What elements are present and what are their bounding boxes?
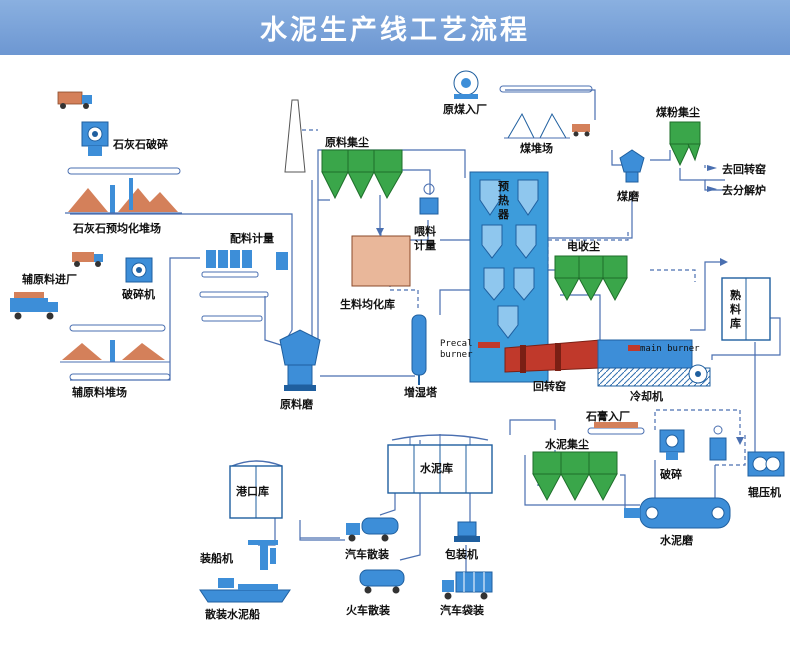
label-coal-dust: 煤粉集尘 (656, 105, 700, 119)
gypsum-conveyor (587, 422, 645, 435)
electrostatic-precipitator (554, 255, 628, 302)
label-gypsum-in: 石膏入厂 (585, 409, 630, 423)
delivery-truck (10, 292, 58, 320)
raw-dust-collector (321, 149, 403, 200)
label-limestone-crushing: 石灰石破碎 (112, 137, 168, 151)
label-clinker-silo-2: 料 (730, 302, 741, 316)
label-feed-meter-1: 喂料 (414, 224, 436, 238)
packing-machine (454, 521, 480, 542)
bulk-cement-ship (199, 578, 291, 603)
limestone-truck (57, 91, 92, 109)
coal-unloader (453, 70, 479, 99)
limestone-prehomog-yard (65, 167, 182, 214)
bulk-train-car (359, 569, 405, 594)
coal-mill (619, 149, 645, 183)
label-preheater-2: 热 (498, 193, 509, 207)
label-crusher-machine: 破碎机 (122, 287, 155, 301)
label-aux-material-in: 辅原料进厂 (22, 272, 77, 286)
bagged-truck (442, 571, 493, 600)
clinker-silo (721, 277, 771, 341)
label-preheater-3: 器 (497, 208, 510, 221)
label-precal-burner-1: Precal (440, 339, 473, 349)
label-main-burner: main burner (640, 344, 700, 354)
label-to-kiln: 去回转窑 (722, 162, 766, 176)
label-cooler: 冷却机 (630, 389, 663, 403)
clinker-cooler (597, 339, 711, 387)
label-homog-silo: 生料均化库 (340, 297, 395, 311)
roller-press (747, 451, 785, 477)
label-packer: 包装机 (444, 547, 478, 561)
label-cement-mill: 水泥磨 (660, 533, 694, 547)
aux-material-yard (60, 324, 171, 381)
label-precal-burner-2: burner (440, 350, 473, 360)
label-limestone-prehomog: 石灰石预均化堆场 (72, 221, 161, 235)
label-clinker-silo-1: 熟 (730, 288, 741, 302)
label-coal-yard: 煤堆场 (520, 141, 553, 155)
label-feed-meter-2: 计量 (414, 238, 436, 252)
label-roller-press: 辊压机 (748, 485, 781, 499)
label-raw-dust: 原料集尘 (325, 135, 369, 149)
cement-dust-collector (532, 451, 618, 502)
label-aux-yard: 辅原料堆场 (72, 385, 127, 399)
label-crushing: 破碎 (660, 467, 682, 481)
label-train-bulk: 火车散装 (346, 603, 390, 617)
label-rotary-kiln: 回转窑 (533, 379, 566, 393)
label-truck-bulk: 汽车散装 (345, 547, 389, 561)
batching-hoppers (199, 250, 288, 322)
label-coal-in: 原煤入厂 (443, 102, 487, 116)
raw-mill (279, 329, 321, 391)
gypsum-hopper (709, 425, 727, 461)
ship-loader (248, 540, 278, 570)
port-silo (229, 460, 283, 519)
coal-yard (499, 85, 593, 139)
cement-mill (624, 497, 731, 529)
label-coal-mill: 煤磨 (617, 189, 640, 203)
chimney-stack (284, 99, 306, 173)
homogenization-silo (351, 228, 411, 287)
cement-silo (387, 434, 493, 494)
aux-material-truck (72, 252, 103, 267)
label-port-silo: 港口库 (236, 484, 269, 498)
label-humid-tower: 增湿塔 (404, 385, 438, 399)
label-clinker-silo-3: 库 (730, 316, 741, 330)
label-esp: 电收尘 (567, 239, 600, 253)
bulk-truck (346, 517, 399, 542)
label-cement-silo: 水泥库 (420, 461, 453, 475)
humidifying-tower (411, 314, 427, 385)
label-batching: 配料计量 (230, 231, 274, 245)
coal-dust-collector (669, 121, 701, 167)
label-truck-bag: 汽车袋装 (440, 603, 484, 617)
label-bulk-ship: 散装水泥船 (205, 607, 260, 621)
label-ship-loader: 装船机 (199, 551, 233, 565)
title-banner: 水泥生产线工艺流程 (0, 0, 790, 55)
limestone-crusher (81, 121, 109, 156)
page-title: 水泥生产线工艺流程 (260, 15, 530, 46)
label-raw-mill: 原料磨 (280, 397, 314, 411)
aux-crusher (125, 257, 153, 283)
feed-meter (419, 183, 439, 215)
label-preheater-1: 预 (498, 179, 509, 193)
precal-burner (478, 342, 500, 348)
label-cement-dust: 水泥集尘 (545, 437, 589, 451)
gypsum-crusher (659, 429, 685, 460)
label-to-calciner: 去分解炉 (722, 183, 766, 197)
